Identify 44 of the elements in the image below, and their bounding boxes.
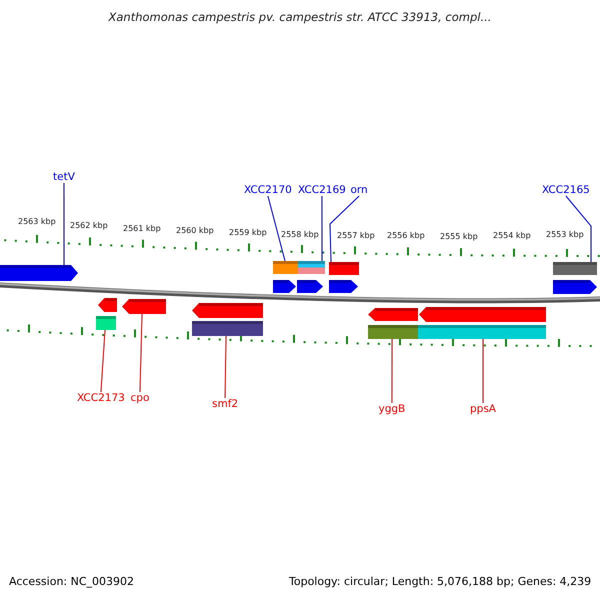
gene-label: smf2: [212, 398, 238, 410]
leader-line: [321, 196, 322, 262]
gene-label: tetV: [53, 171, 75, 183]
scale-label: 2562 kbp: [70, 221, 108, 231]
title: Xanthomonas campestris pv. campestris str. ATCC 33913, compl...: [108, 11, 492, 23]
gene-feature: [0, 265, 78, 281]
scale-label: 2553 kbp: [546, 230, 584, 240]
leader-line: [100, 330, 106, 392]
footer-text: Accession: NC_003902: [9, 576, 134, 588]
gene-label: yggB: [378, 403, 406, 415]
scale-label: 2557 kbp: [337, 231, 375, 241]
scale-label: 2560 kbp: [176, 226, 214, 236]
feature-bar: [553, 262, 597, 275]
scale-label: 2561 kbp: [123, 224, 161, 234]
feature-bar: [273, 261, 298, 274]
gene-label: orn: [350, 184, 368, 196]
feature-bar: [368, 325, 418, 339]
scale-label: 2558 kbp: [281, 230, 319, 240]
gene-label: XCC2165: [542, 184, 590, 196]
gene-label: cpo: [130, 392, 150, 404]
gene-label: XCC2169: [298, 184, 346, 196]
leader-line: [565, 196, 592, 262]
leader-line: [224, 336, 226, 398]
leader-line: [482, 338, 484, 404]
footer-text: Topology: circular; Length: 5,076,188 bp; Genes: 4,239: [289, 576, 592, 588]
feature-bar: [329, 262, 359, 275]
leader-line: [139, 314, 142, 392]
scale-label: 2559 kbp: [229, 228, 267, 238]
gene-label: ppsA: [470, 403, 496, 415]
gene-feature: [122, 299, 166, 314]
leader-line: [267, 196, 286, 262]
feature-bar: [192, 321, 263, 336]
leader-line: [63, 182, 64, 266]
gene-label: XCC2173: [77, 392, 125, 404]
leader-line: [391, 338, 392, 404]
feature-bar: [418, 325, 546, 339]
scale-label: 2554 kbp: [493, 231, 531, 241]
scale-label: 2556 kbp: [387, 231, 425, 241]
feature-bar: [298, 261, 325, 274]
leader-line: [330, 196, 360, 262]
scale-label: 2563 kbp: [18, 217, 56, 227]
scale-label: 2555 kbp: [440, 232, 478, 242]
gene-label: XCC2170: [244, 184, 292, 196]
feature-bar: [96, 316, 116, 330]
